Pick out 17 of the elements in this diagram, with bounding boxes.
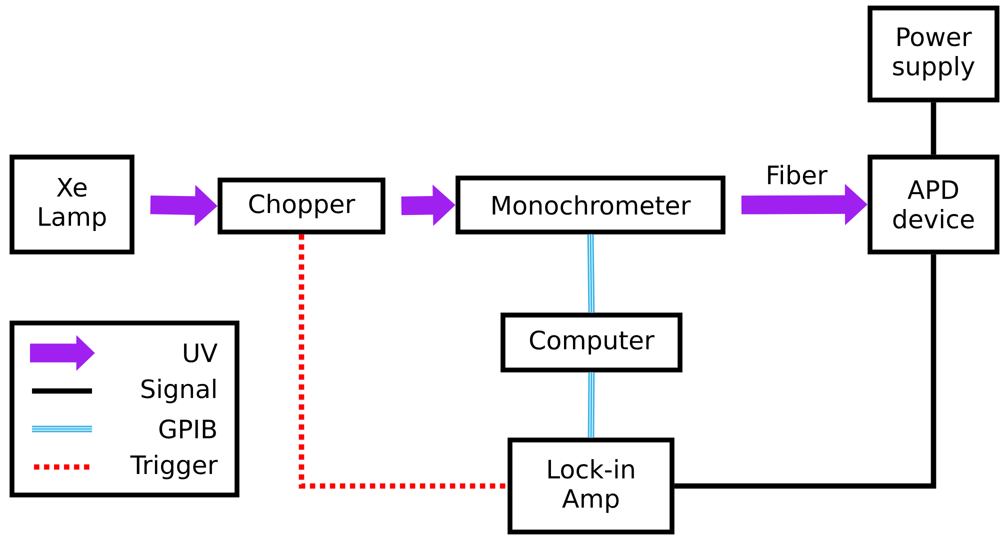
legend-label: GPIB [159, 419, 216, 439]
legend-label: Trigger [130, 454, 218, 480]
legend-label: Signal [142, 378, 216, 404]
block-box: Computer [500, 312, 682, 372]
block-box: Monochrometer [456, 176, 726, 234]
block-box: APD device [868, 154, 1000, 254]
triple-line [588, 372, 595, 438]
edge-label: Fiber [764, 164, 829, 186]
block-box: Power supply [868, 6, 1000, 102]
block-box: Xe Lamp [10, 154, 134, 254]
line [930, 102, 936, 155]
triple-line [587, 234, 595, 313]
dotted-line [298, 234, 508, 489]
block-box: Chopper [218, 178, 386, 234]
line [674, 254, 936, 489]
block-box: Lock-in Amp [508, 438, 674, 534]
legend-label: UV [184, 344, 218, 362]
